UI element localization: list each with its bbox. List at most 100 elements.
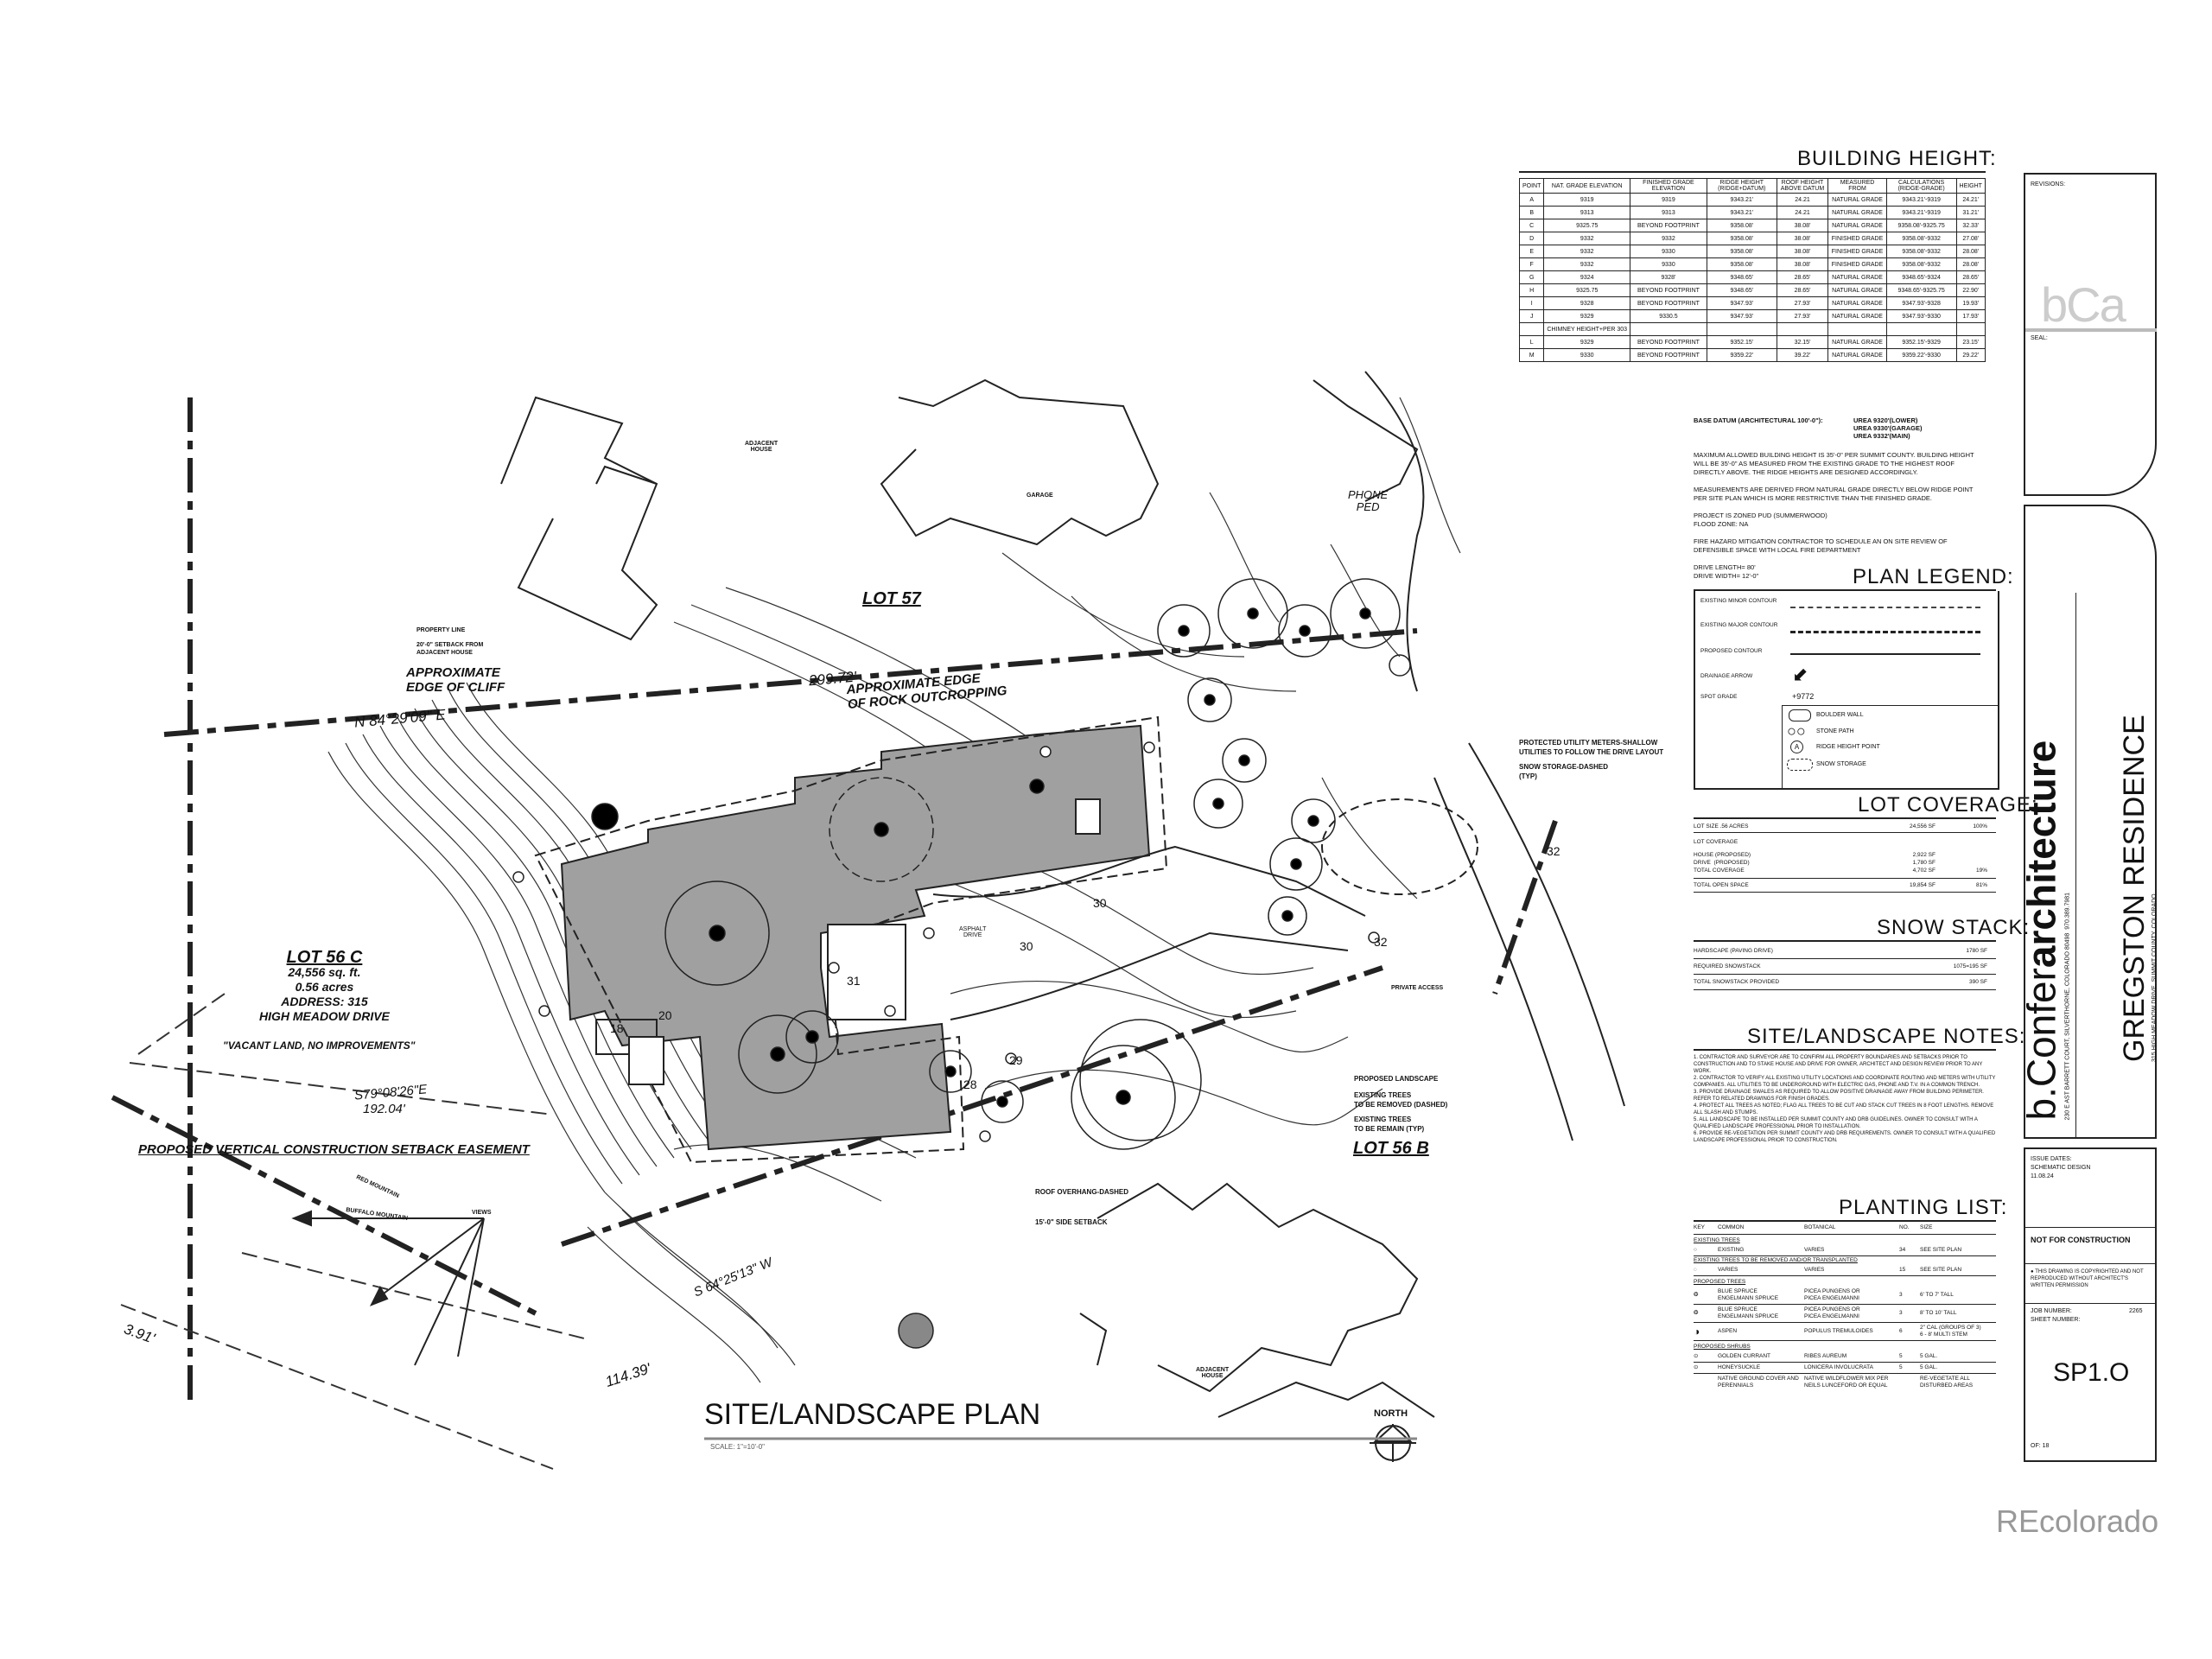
- legend-spot-value: +9772: [1792, 692, 1815, 701]
- legend-line-minor: [1790, 607, 1980, 608]
- legend-item-major: EXISTING MAJOR CONTOUR: [1700, 622, 1778, 628]
- pl-r6-common: HONEYSUCKLE: [1718, 1364, 1761, 1370]
- bh-cell: 9352.15'-9329: [1885, 335, 1957, 349]
- bh-cell: 9343.21': [1706, 206, 1777, 219]
- bh-cell: 9332: [1543, 232, 1631, 245]
- pl-r3-common: BLUE SPRUCE ENGELMANN SPRUCE: [1718, 1306, 1779, 1319]
- plan-legend-title: PLAN LEGEND:: [1853, 565, 2014, 588]
- bh-cell: C: [1518, 219, 1545, 232]
- bh-cell: 17.93': [1955, 309, 1986, 323]
- bh-cell: B: [1518, 206, 1545, 219]
- pl-r7-botanical: NATIVE WILDFLOWER MIX PER NEILS LUNCEFOR…: [1804, 1376, 1889, 1389]
- svg-text:28: 28: [963, 1077, 977, 1091]
- firm-address: 230 E AST BARRETT COURT, SILVERTHORNE, C…: [2064, 932, 2071, 1121]
- legend-line-proposed: [1790, 653, 1980, 655]
- legend-item-stone: STONE PATH: [1816, 728, 1854, 734]
- revisions-box: REVISIONS: bCa SEAL:: [2024, 173, 2157, 496]
- snow-stack-title: SNOW STACK:: [1877, 916, 2031, 939]
- lc-r2-c0: HOUSE (PROPOSED) DRIVE (PROPOSED) TOTAL …: [1694, 852, 1751, 874]
- job-number-label: JOB NUMBER:: [2031, 1308, 2072, 1314]
- lc-r0-c0: LOT SIZE .56 ACRES: [1694, 823, 1749, 830]
- bh-cell: [1885, 322, 1957, 336]
- svg-text:20: 20: [658, 1008, 672, 1022]
- pl-r4-no: 6: [1899, 1328, 1903, 1334]
- lot-coverage-title: LOT COVERAGE:: [1858, 793, 2038, 817]
- pl-r3-no: 3: [1899, 1310, 1903, 1316]
- pl-r1-size: SEE SITE PLAN: [1920, 1267, 1962, 1273]
- adjacent-setback-label: 20'-0" SETBACK FROM ADJACENT HOUSE: [416, 642, 484, 656]
- legend-item-snow: SNOW STORAGE: [1816, 761, 1866, 767]
- pl-r5-size: 5 GAL.: [1920, 1353, 1938, 1359]
- bh-cell: BEYOND FOOTPRINT: [1630, 296, 1707, 310]
- north-label: NORTH: [1374, 1408, 1408, 1419]
- property-lines: [111, 397, 1558, 1400]
- legend-item-minor: EXISTING MINOR CONTOUR: [1700, 598, 1777, 604]
- trees-removed-note: EXISTING TREES TO BE REMOVED (DASHED): [1354, 1091, 1448, 1109]
- bh-cell: 9359.22': [1706, 348, 1777, 362]
- bh-cell: 9347.93'-9328: [1885, 296, 1957, 310]
- bh-header-cell: CALCULATIONS (RIDGE-GRADE): [1885, 178, 1957, 194]
- bh-cell: 9325.75: [1543, 219, 1631, 232]
- legend-divider: [1782, 705, 1998, 706]
- bh-cell: 9325.75: [1543, 283, 1631, 297]
- sheet-number-label: SHEET NUMBER:: [2031, 1317, 2081, 1323]
- revisions-label: REVISIONS:: [2031, 181, 2066, 188]
- watermark: REcolorado: [1996, 1503, 2159, 1539]
- bh-cell: 9358.08'-9325.75: [1885, 219, 1957, 232]
- bh-header-cell: RIDGE HEIGHT (RIDGE+DATUM): [1706, 178, 1777, 194]
- bh-note-5: DRIVE LENGTH= 80' DRIVE WIDTH= 12'-0": [1694, 563, 1759, 580]
- pl-r0-size: SEE SITE PLAN: [1920, 1247, 1962, 1253]
- lot-56c-acres: 0.56 acres: [295, 980, 354, 994]
- seal-label: SEAL:: [2031, 335, 2048, 341]
- pl-r3-size: 8' TO 10' TALL: [1920, 1310, 1957, 1316]
- ss-r1-label: REQUIRED SNOWSTACK: [1694, 963, 1761, 969]
- pl-section-proposed-shrubs: PROPOSED SHRUBS: [1694, 1344, 1751, 1350]
- bh-header-cell: POINT: [1518, 178, 1545, 194]
- phone-ped-label: PHONE PED: [1348, 488, 1389, 513]
- bh-cell: 38.08': [1776, 257, 1829, 271]
- ridge-point-icon: A: [1790, 741, 1803, 753]
- aspen-icon: ◑: [1694, 1325, 1700, 1338]
- plan-scale: SCALE: 1"=10'-0": [710, 1443, 766, 1451]
- planting-list-table: KEY COMMON BOTANICAL NO. SIZE EXISTING T…: [1694, 1222, 1996, 1391]
- proposed-landscape-note: PROPOSED LANDSCAPE: [1354, 1075, 1439, 1083]
- bh-cell: 9347.93'-9330: [1885, 309, 1957, 323]
- bh-cell: 28.08': [1955, 245, 1986, 258]
- lot-56c-info: LOT 56 C 24,556 sq. ft. 0.56 acres ADDRE…: [259, 949, 390, 1024]
- bh-cell: 9343.21'-9319: [1885, 193, 1957, 207]
- legend-vline: [1782, 705, 1783, 788]
- bh-cell: 38.08': [1776, 232, 1829, 245]
- ss-r0-value: 1780 SF: [1966, 948, 1987, 954]
- bh-cell: 9358.08'-9332: [1885, 257, 1957, 271]
- pl-r2-common: BLUE SPRUCE ENGELMANN SPRUCE: [1718, 1288, 1779, 1301]
- bh-cell: F: [1518, 257, 1545, 271]
- not-for-construction: NOT FOR CONSTRUCTION: [2031, 1236, 2131, 1244]
- bh-cell: NATURAL GRADE: [1827, 193, 1887, 207]
- project-address: 315 HIGH MEADOW DRIVE, SUMMIT COUNTY, CO…: [2152, 893, 2158, 1062]
- side-setback-note: 15'-0" SIDE SETBACK: [1035, 1218, 1108, 1226]
- bh-cell: G: [1518, 270, 1545, 284]
- svg-text:30: 30: [1020, 939, 1033, 953]
- bh-cell: 28.65': [1776, 270, 1829, 284]
- ss-r2-label: TOTAL SNOWSTACK PROVIDED: [1694, 979, 1780, 985]
- lc-r0-c2: 100%: [1973, 823, 1987, 830]
- views-label: VIEWS: [472, 1210, 492, 1216]
- site-notes-title: SITE/LANDSCAPE NOTES:: [1747, 1025, 2026, 1048]
- asphalt-drive: [932, 798, 1478, 1020]
- pl-r0-botanical: VARIES: [1804, 1247, 1825, 1253]
- pl-r4-size: 2" CAL (GROUPS OF 3) 6 - 8' MULTI STEM: [1920, 1325, 1981, 1338]
- plan-legend-underline: [1694, 589, 1996, 591]
- issue-rule-3: [2025, 1303, 2155, 1304]
- bh-cell: 9328: [1543, 296, 1631, 310]
- pl-r6-botanical: LONICERA INVOLUCRATA: [1804, 1364, 1873, 1370]
- project-name-block: GREGSTON RESIDENCE 315 HIGH MEADOW DRIVE…: [2118, 578, 2158, 1062]
- bh-cell: [1518, 322, 1545, 336]
- bh-cell: 29.22': [1955, 348, 1986, 362]
